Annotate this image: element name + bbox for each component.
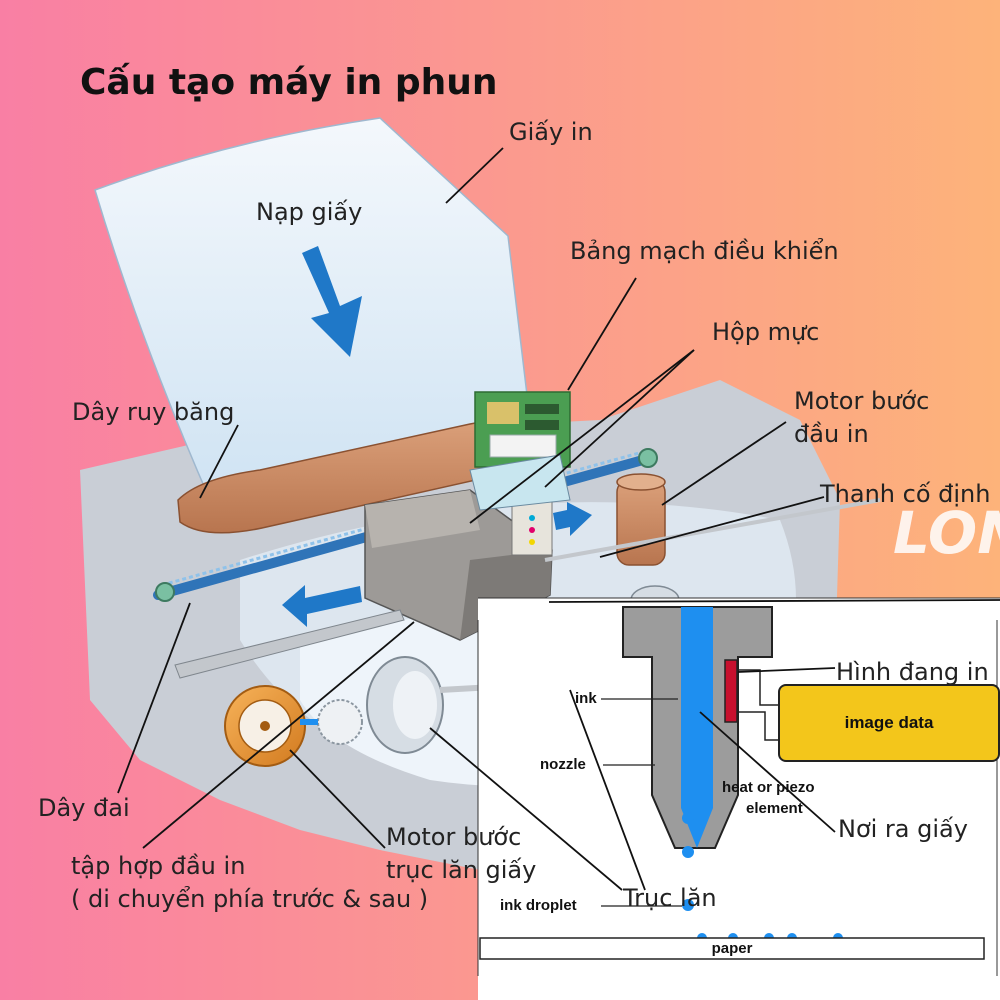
inset-label-ink-droplet: ink droplet (500, 897, 577, 914)
fixed-bar (174, 609, 405, 679)
label-control-board: Bảng mạch điều khiển (570, 237, 839, 265)
label-head-assembly-1: tập hợp đầu in (71, 852, 246, 880)
control-board (474, 391, 571, 468)
heat-element (724, 659, 738, 723)
label-paper-feed: Nạp giấy (256, 198, 363, 226)
arrow-right (553, 502, 592, 536)
ink-droplet (682, 899, 694, 911)
ink-channel (681, 607, 713, 848)
label-ink-cartridge: Hộp mực (712, 318, 820, 346)
label-head-assembly-2: ( di chuyển phía trước & sau ) (71, 885, 429, 913)
inset-label-element-1: heat or piezo (722, 779, 815, 796)
label-fixed-bar: Thanh cố định (820, 480, 991, 508)
callout-lines (117, 147, 1000, 891)
ink-droplet (682, 846, 694, 858)
ink-droplet (682, 812, 694, 824)
label-head-motor-2: đầu in (794, 420, 869, 448)
arrow-left (282, 585, 362, 627)
label-paper-sheet: Giấy in (509, 118, 593, 146)
label-roller-motor-2: trục lăn giấy (386, 856, 537, 884)
label-ribbon-cable: Dây ruy băng (72, 398, 235, 426)
fixed-bar-rear (544, 498, 881, 562)
watermark: LON (893, 499, 1000, 567)
image-data-box: image data (778, 684, 1000, 762)
page-title: Cấu tạo máy in phun (80, 62, 498, 103)
inset-label-paper: paper (711, 940, 753, 957)
roller-motor (224, 685, 363, 767)
inset-label-ink: ink (575, 690, 597, 707)
inset-label-element-2: element (746, 800, 803, 817)
label-roller-motor-1: Motor bước (386, 823, 522, 851)
inset-paper (479, 937, 985, 960)
label-belt: Dây đai (38, 794, 130, 822)
label-paper-exit: Nơi ra giấy (838, 815, 968, 843)
inset-label-nozzle: nozzle (540, 756, 586, 773)
paper-feed-arrow (302, 246, 362, 357)
label-printing-image: Hình đang in (836, 658, 989, 686)
label-head-motor-1: Motor bước (794, 387, 930, 415)
nozzle-inset (477, 597, 1000, 1000)
label-roller: Trục lăn (623, 884, 717, 912)
